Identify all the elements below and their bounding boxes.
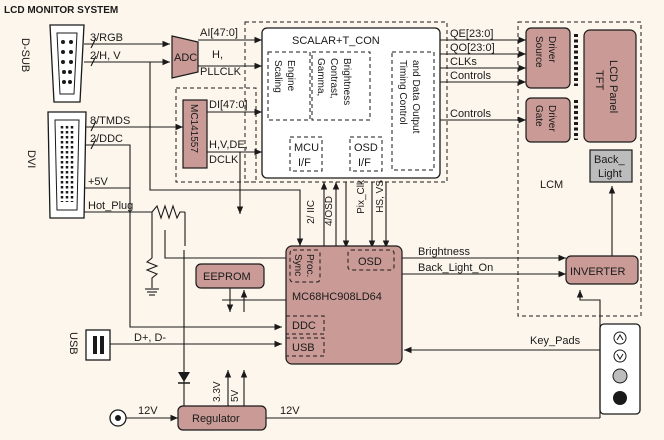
tft-label-2: LCD Panel (607, 60, 619, 113)
signal-ddc: 2/DDC (90, 133, 123, 145)
source-driver-label-1: Source (533, 36, 544, 68)
dvi-label: DVI (25, 150, 37, 168)
signal-5v-reg: 5V (230, 389, 241, 402)
gamma-label-3: Brightness (341, 58, 352, 105)
diagram-title: LCD MONITOR SYSTEM (4, 5, 118, 16)
timing-label-1: Timing Control (397, 60, 408, 125)
inverter-block (565, 255, 639, 285)
signal-di: DI[47:0] (209, 99, 248, 111)
signal-back-light-on: Back_Light_On (418, 262, 493, 274)
signal-h: H, (212, 49, 223, 61)
scalar-label: SCALAR+T_CON (292, 35, 380, 47)
scaling-label-1: Scaling (272, 60, 283, 93)
signal-3v3: 3.3V (212, 381, 223, 402)
signal-usb-dpm: D+, D- (134, 332, 166, 344)
signal-12v-out: 12V (280, 405, 300, 417)
usb-block-label: USB (292, 342, 315, 354)
signal-hot-plug: Hot_Plug (88, 200, 133, 212)
scaling-engine-block (267, 51, 311, 121)
signal-controls-source: Controls (450, 70, 491, 82)
adc-label: ADC (174, 52, 197, 64)
timing-control-block (391, 51, 435, 171)
signal-iic: 2/ IIC (306, 200, 317, 224)
back-light-block (589, 149, 633, 183)
signal-hv: 2/H, V (90, 50, 121, 62)
osd-if-block (349, 136, 383, 172)
signal-5v: +5V (88, 176, 109, 188)
eeprom-label: EEPROM (203, 271, 251, 283)
sync-proc-label-2: Proc. (304, 254, 315, 277)
signal-brightness: Brightness (418, 246, 470, 258)
usb-connector-icon (85, 329, 111, 361)
gate-driver-label-1: Gate (533, 105, 544, 127)
osd-block (347, 249, 395, 271)
source-driver-label-2: Driver (546, 36, 557, 63)
dvi-connector-icon (47, 111, 87, 219)
signal-pix-clk: Pix_Clk (356, 179, 367, 214)
back-light-label-1: Back_ (594, 154, 625, 166)
mcu-if-label-2: I/F (298, 157, 311, 169)
scalar-tcon-block (261, 27, 441, 179)
signal-tmds: 8/TMDS (90, 115, 130, 127)
lcm-outline (517, 21, 642, 317)
signal-12v-in: 12V (138, 405, 158, 417)
lcm-label: LCM (540, 179, 563, 191)
mcu-if-block (289, 136, 323, 172)
signal-ai: AI[47:0] (200, 27, 238, 39)
signal-qo: QO[23:0] (450, 42, 495, 54)
source-driver-block (525, 27, 571, 89)
dsub-label: D-SUB (19, 38, 31, 72)
timing-label-2: and Data Output (410, 60, 421, 134)
gamma-block (311, 51, 371, 121)
sync-proc-block (289, 249, 321, 283)
back-light-label-2: Light (598, 168, 622, 180)
signal-pllclk: PLLCLK (200, 66, 242, 78)
osd-if-label-1: OSD (354, 142, 378, 154)
osd-label: OSD (358, 256, 382, 268)
tft-lcd-panel-block (583, 29, 637, 143)
mc141557-outline (175, 87, 257, 183)
gamma-label-1: Gamma, (315, 58, 326, 96)
dsub-connector-icon (49, 24, 85, 103)
signal-hs-vs: HS, VS (375, 180, 386, 213)
ddc-label: DDC (292, 320, 316, 332)
mcu-label: MC68HC908LD64 (292, 291, 382, 303)
mc141557-block (182, 99, 208, 169)
tft-label-1: TFT (593, 70, 605, 90)
sync-proc-label-1: Sync (292, 254, 303, 276)
usb-label: USB (67, 332, 79, 355)
inverter-label: INVERTER (570, 266, 625, 278)
signal-hvde: H,V,DE, (209, 139, 248, 151)
mcu-if-label-1: MCU (294, 142, 319, 154)
signal-key-pads: Key_Pads (530, 335, 581, 347)
gate-driver-block (525, 97, 571, 143)
signal-clks: CLKs (450, 56, 477, 68)
scaling-label-2: Engine (285, 60, 296, 92)
adc-block (171, 35, 199, 79)
signal-controls-gate: Controls (450, 108, 491, 120)
gamma-label-2: Contrast, (328, 58, 339, 99)
signal-qe: QE[23:0] (450, 28, 493, 40)
gate-driver-label-2: Driver (546, 105, 557, 132)
regulator-label: Regulator (192, 413, 240, 425)
signal-rgb: 3/RGB (90, 32, 123, 44)
signal-osd4: 4/OSD (324, 196, 335, 226)
signal-dclk: DCLK (209, 154, 239, 166)
mc141557-label: MC141557 (188, 104, 199, 153)
osd-if-label-2: I/F (358, 157, 371, 169)
